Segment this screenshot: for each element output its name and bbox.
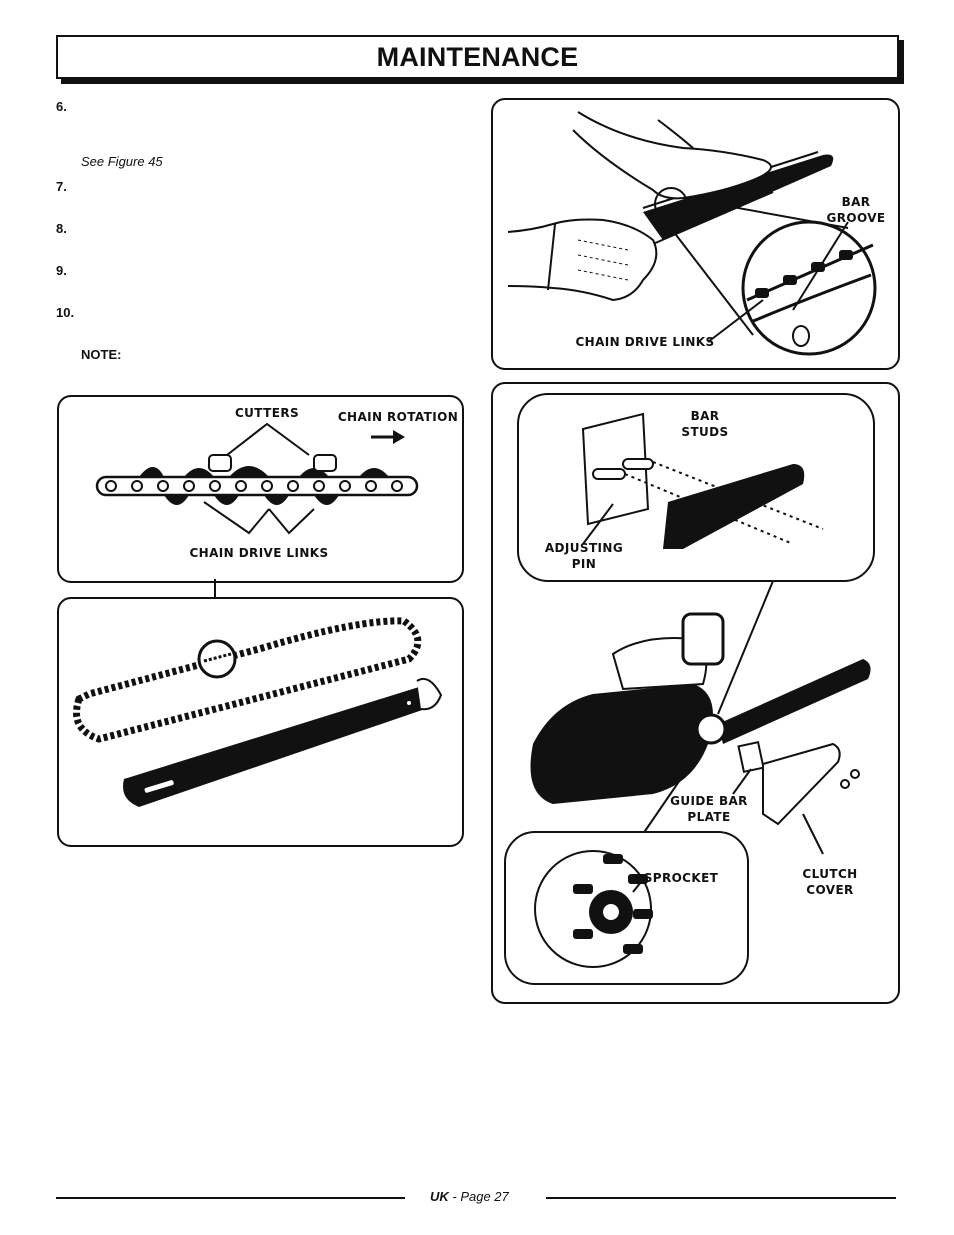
adjusting-pin-label: ADJUSTING PIN [541,540,627,572]
guide-bar-plate-label: GUIDE BAR PLATE [669,793,749,825]
cutters-label: CUTTERS [234,406,300,420]
chain-drive-links-label: CHAIN DRIVE LINKS [575,335,715,349]
bar-groove-label-line1: BAR [841,195,871,209]
bar-groove-label: BAR GROOVE [815,194,897,226]
adjusting-pin-label-line2: PIN [571,557,597,571]
footer-rule-right [546,1197,896,1199]
step-6-number: 6. [56,99,67,114]
footer-page-number: - Page 27 [448,1189,509,1204]
chain-and-bar-illustration [73,617,443,807]
step-10-number: 10. [56,305,75,320]
note-label: NOTE: [81,347,122,362]
bar-studs-label: BAR STUDS [681,409,729,439]
chain-detail-figure: CUTTERS CHAIN ROTATION CHAIN DRIVE LINKS [57,395,464,583]
page-footer: UK - Page 27 [430,1189,509,1204]
chain-and-bar-figure [57,597,464,847]
clutch-cover-label-line2: COVER [806,883,854,897]
footer-rule-left [56,1197,405,1199]
chain-detail-illustration [95,422,419,535]
adjusting-pin-label-line1: ADJUSTING [544,541,624,555]
page-title-box: MAINTENANCE [56,35,899,79]
chain-install-figure: BAR GROOVE CHAIN DRIVE LINKS [491,98,900,370]
guide-bar-plate-label-line1: GUIDE BAR [670,794,748,808]
footer-region: UK [430,1189,449,1204]
figure-reference: See Figure 45 [81,154,163,169]
step-8-number: 8. [56,221,67,236]
chain-install-illustration [507,111,877,356]
bar-groove-label-line2: GROOVE [826,211,886,225]
guide-bar-plate-label-line2: PLATE [687,810,731,824]
sprocket-label: SPROCKET [643,871,719,885]
clutch-cover-label-line1: CLUTCH [802,867,858,881]
chain-rotation-label: CHAIN ROTATION [337,410,459,424]
clutch-cover-label: CLUTCH COVER [793,866,867,898]
chain-drive-links-label: CHAIN DRIVE LINKS [189,546,329,560]
chainsaw-assembly-figure: BAR STUDS ADJUSTING PIN GUIDE BAR PLATE … [491,382,900,1004]
chainsaw-assembly-illustration [504,393,875,985]
step-7-number: 7. [56,179,67,194]
step-9-number: 9. [56,263,67,278]
page-title: MAINTENANCE [376,42,579,72]
